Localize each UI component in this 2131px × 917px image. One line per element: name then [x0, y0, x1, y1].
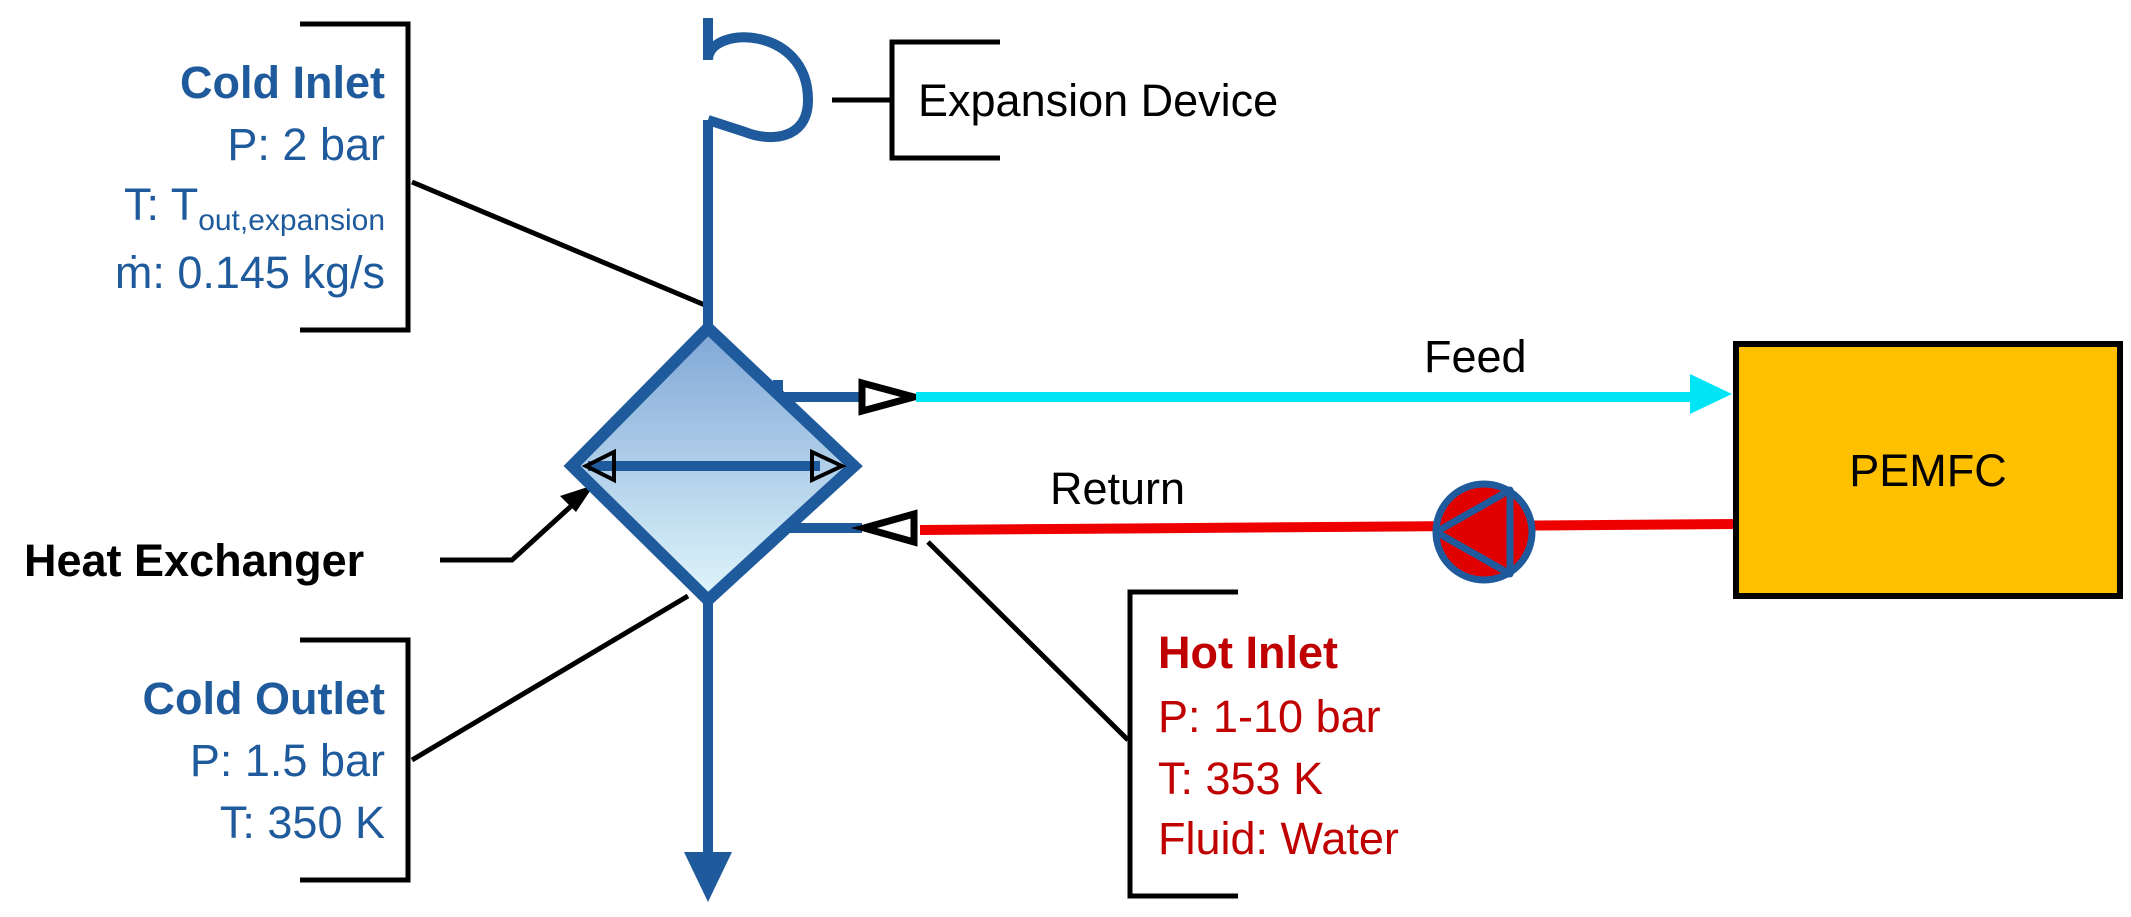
pemfc-label: PEMFC: [1849, 445, 2007, 496]
hot-inlet-title: Hot Inlet: [1158, 627, 1338, 678]
hot-inlet-fluid: Fluid: Water: [1158, 813, 1399, 864]
heat-exchanger-right-arrowhead: [810, 448, 847, 484]
hot-inlet-temperature: T: 353 K: [1158, 753, 1324, 804]
cold-inlet-title: Cold Inlet: [180, 57, 385, 108]
expansion-device-symbol: [703, 32, 814, 142]
cold-inlet-bracket: [300, 21, 411, 333]
cold-inlet-leader: [411, 179, 713, 311]
feed-arrowhead: [1690, 374, 1732, 414]
cold-inlet-pressure: P: 2 bar: [227, 119, 385, 170]
hot-inlet-bracket: [1127, 589, 1238, 899]
return-inlet-arrowhead: [851, 509, 918, 547]
cold-outlet-pressure: P: 1.5 bar: [189, 735, 385, 786]
feed-label: Feed: [1424, 331, 1527, 382]
expansion-device-label: Expansion Device: [918, 75, 1279, 126]
expansion-device-bracket: [889, 39, 1000, 161]
heat-exchanger-leader-arrowhead: [560, 485, 594, 512]
cold-outlet-title: Cold Outlet: [142, 673, 385, 724]
cold-inlet-temperature-prefix: T: T: [124, 179, 199, 230]
cold-outlet-temperature: T: 350 K: [219, 797, 385, 848]
hot-inlet-leader: [926, 540, 1130, 742]
cold-inlet-mass-flow: ṁ: 0.145 kg/s: [114, 247, 385, 298]
pemfc-box: [1733, 341, 2123, 599]
cold-inlet-temperature: T: Tout,expansion: [124, 182, 385, 236]
cold-outlet-leader: [410, 593, 690, 763]
cold-outlet-arrowhead: [684, 852, 732, 902]
heat-exchanger-leader: [440, 496, 582, 563]
feed-outlet-arrowhead: [858, 378, 928, 416]
return-line: [919, 519, 1739, 535]
feed-stub: [773, 380, 862, 402]
cold-outlet-bracket: [300, 637, 411, 883]
cold-inlet-temperature-subscript: out,expansion: [198, 204, 385, 237]
hot-inlet-pressure: P: 1-10 bar: [1158, 691, 1381, 742]
pump-icon: [1432, 480, 1536, 584]
return-label: Return: [1050, 463, 1186, 514]
heat-exchanger-label: Heat Exchanger: [24, 535, 365, 586]
heat-exchanger-left-arrowhead: [581, 448, 616, 484]
